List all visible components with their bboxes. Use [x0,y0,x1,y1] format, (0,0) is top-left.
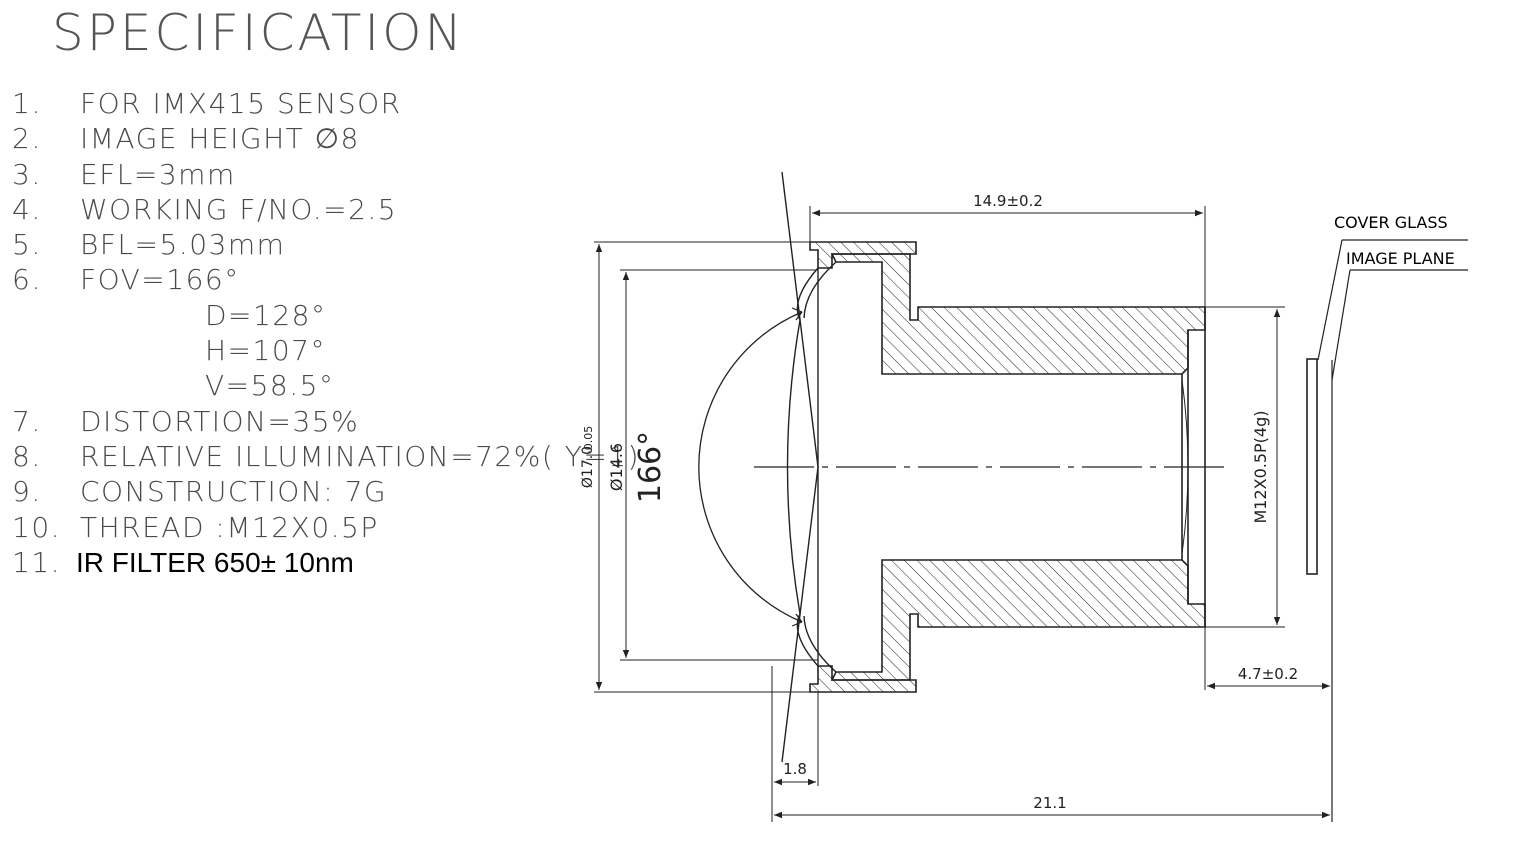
dim-inner-diameter: Ø14.6 [607,443,626,491]
spec-item: 8. RELATIVE ILLUMINATION=72%( Y=1) [12,439,640,474]
spec-text: D=128° [205,298,327,332]
spec-num: 6. [12,263,42,297]
spec-item: 1. FOR IMX415 SENSOR [12,86,640,121]
spec-num: 11. [12,545,62,579]
spec-num: 8. [12,439,42,473]
spec-subitem: H=107° [12,333,640,368]
dimension-lines [595,209,1330,819]
spec-item: 7. DISTORTION=35% [12,404,640,439]
spec-num: 10. [12,510,62,544]
dim-total: 21.1 [1033,794,1066,812]
image-plane-label: IMAGE PLANE [1346,249,1455,268]
spec-num: 5. [12,228,42,262]
spec-list: 1. FOR IMX415 SENSOR 2. IMAGE HEIGHT ∅8 3.… [12,86,640,580]
spec-num: 4. [12,192,42,226]
spec-num: 7. [12,404,42,438]
dim-outer-diameter: Ø17.0 [580,446,596,488]
spec-text: FOR IMX415 SENSOR [80,87,402,120]
page-title: SPECIFICATION [52,4,465,62]
extension-lines [594,206,1285,822]
spec-num: 3. [12,157,42,191]
dim-back: 4.7±0.2 [1238,665,1298,683]
lens-barrel [809,241,1206,693]
spec-text: DISTORTION=35% [80,404,360,438]
spec-text: EFL=3mm [80,157,236,191]
spec-subitem: V=58.5° [12,368,640,403]
dim-top: 14.9±0.2 [973,192,1043,210]
spec-item: 9. CONSTRUCTION: 7G [12,474,640,509]
spec-num: 1. [12,87,42,120]
fov-angle-label: 166° [633,431,668,503]
spec-item: 10. THREAD :M12X0.5P [12,510,640,545]
spec-text: RELATIVE ILLUMINATION=72%( Y=1) [80,439,641,473]
dim-outer-tolerance: -0.05 [582,426,595,454]
spec-text: THREAD :M12X0.5P [80,510,379,544]
spec-text: V=58.5° [205,369,335,403]
cover-glass-label: COVER GLASS [1334,213,1448,232]
spec-text: WORKING F/NO.=2.5 [80,192,398,226]
spec-item: 4. WORKING F/NO.=2.5 [12,192,640,227]
spec-item: 3. EFL=3mm [12,157,640,192]
spec-num: 2. [12,122,42,156]
sensor-glass [1306,239,1468,822]
spec-item: 6. FOV=166° [12,262,640,297]
spec-item: 5. BFL=5.03mm [12,227,640,262]
spec-text: IR FILTER 650± 10nm [76,546,354,578]
dim-front: 1.8 [783,760,807,778]
spec-num: 9. [12,475,42,509]
thread-label: M12X0.5P(4g) [1251,410,1270,523]
spec-text: BFL=5.03mm [80,228,286,262]
spec-item: 2. IMAGE HEIGHT ∅8 [12,121,640,156]
spec-text: CONSTRUCTION: 7G [80,475,388,509]
spec-text: FOV=166° [80,263,240,297]
spec-subitem: D=128° [12,298,640,333]
spec-item: 11. IR FILTER 650± 10nm [12,545,640,580]
spec-text: H=107° [205,334,326,368]
spec-text: IMAGE HEIGHT ∅8 [80,122,360,156]
